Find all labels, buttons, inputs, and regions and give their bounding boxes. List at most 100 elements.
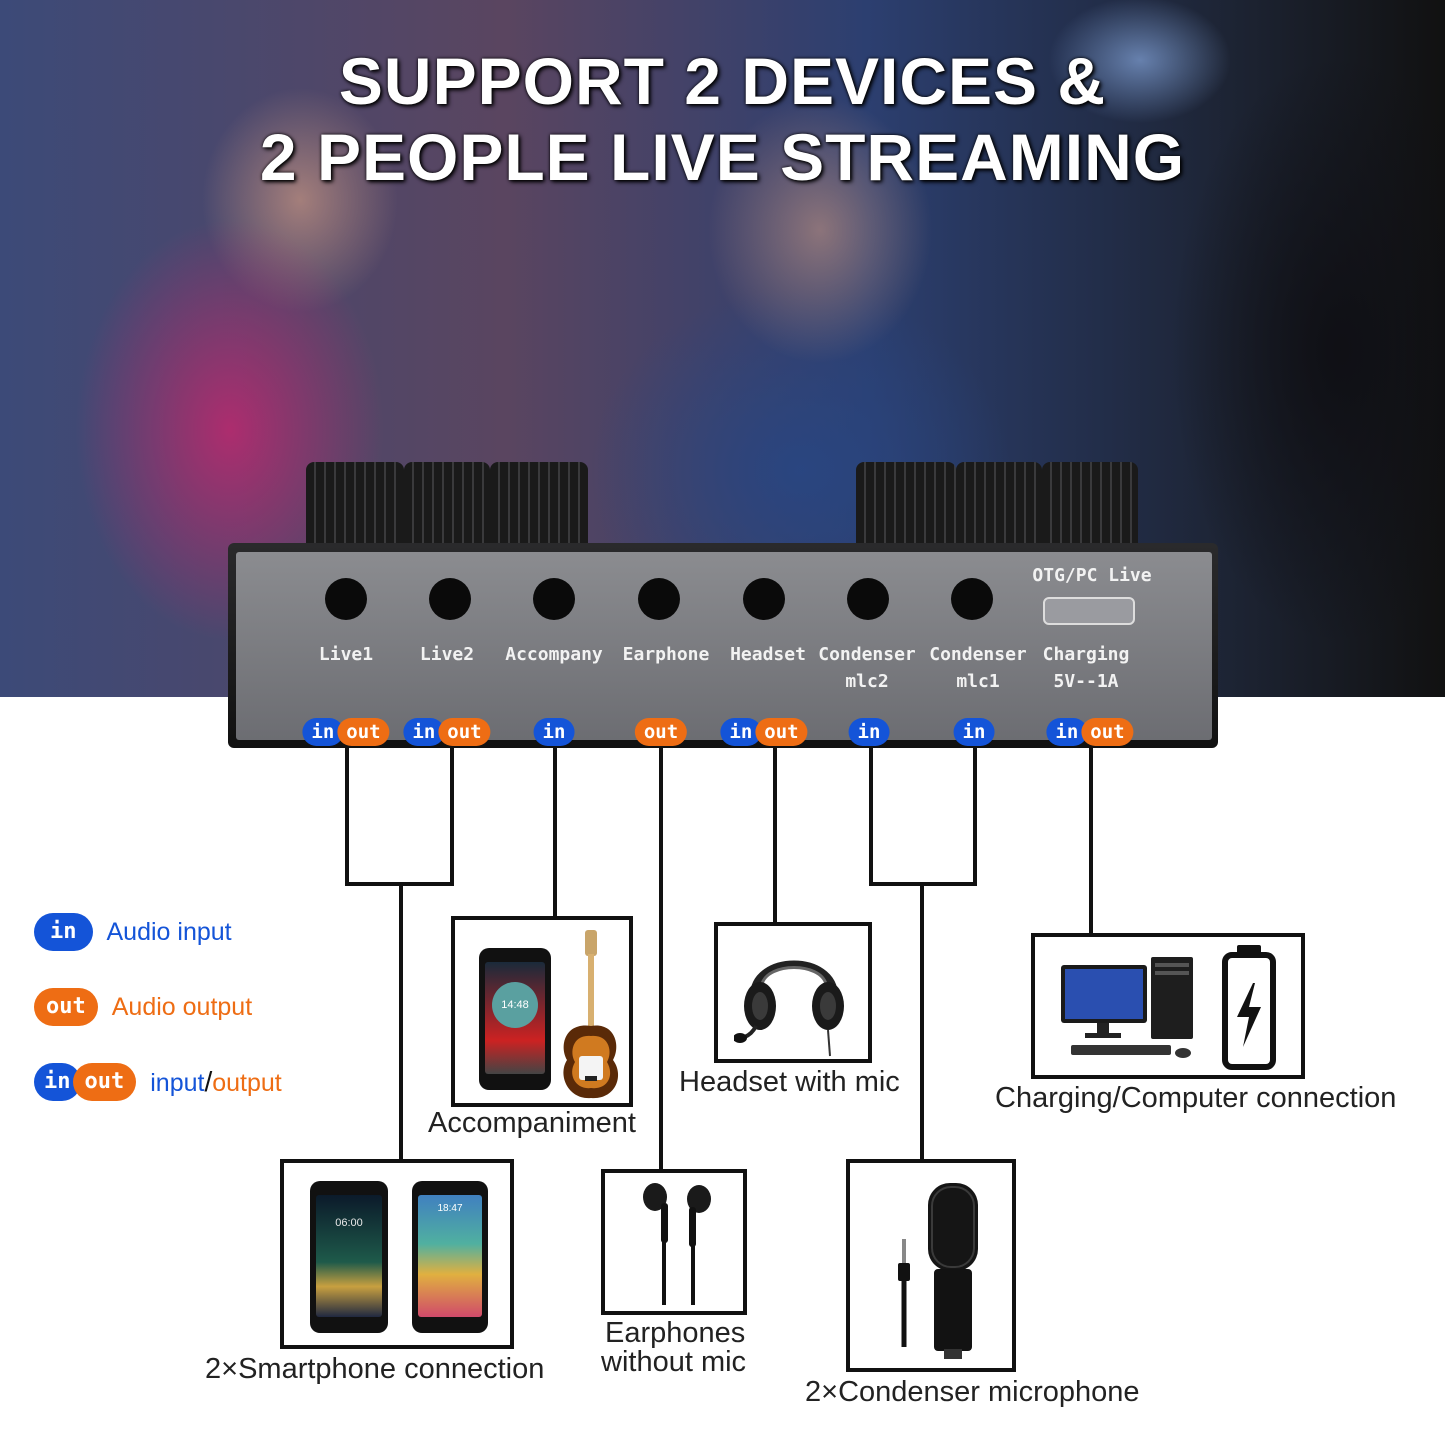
port-label-accompany: Accompany [505,644,603,665]
earphones-box [601,1169,747,1315]
port-label-line: mlc1 [956,671,1000,692]
badge-out: out [634,718,688,746]
jack-condenser-mic2[interactable] [847,578,889,620]
jack-condenser-mic1[interactable] [951,578,993,620]
usb-port[interactable] [1043,597,1135,625]
badge-in: in [848,718,890,746]
phone-screen: 14:48 [485,962,545,1074]
smartphone-icon: 06:00 [310,1181,388,1333]
knob[interactable] [1042,462,1138,552]
jack-earphone[interactable] [638,578,680,620]
port-label-line: 5V--1A [1053,671,1119,692]
wire [773,746,777,924]
port-label-earphone: Earphone [622,644,710,665]
caption-line: without mic [601,1346,747,1378]
knob[interactable] [306,462,404,552]
legend-out: out Audio output [34,988,252,1026]
otg-label: OTG/PC Live [1032,565,1152,586]
accompaniment-box: 14:48 [451,916,633,1107]
port-label-headset: Headset [730,644,806,665]
smartphone-icon: 18:47 [412,1181,488,1333]
phone-clock: 06:00 [335,1217,363,1229]
badge-in: in [533,718,575,746]
wire [659,746,663,1170]
badge-out: out [755,718,808,746]
headset-icon [734,960,844,1057]
microphone-icon [898,1183,978,1359]
legend-badge-out: out [34,988,98,1026]
badge-accompany: in [533,718,575,746]
wire [450,746,454,886]
wire [345,746,349,886]
earphones-icon [643,1183,711,1305]
knob[interactable] [404,462,490,552]
phone-screen: 18:47 [418,1195,482,1317]
legend-output-text: output [212,1069,282,1097]
badge-condenser2: in [848,718,890,746]
jack-headset[interactable] [743,578,785,620]
port-label-line: Condenser [818,644,916,665]
port-label-line: Condenser [929,644,1027,665]
port-label-live1: Live1 [318,644,374,665]
badge-out: out [438,718,491,746]
phone-clock: 18:47 [437,1203,463,1214]
badge-out: out [1081,718,1134,746]
wire [869,746,873,886]
wire [920,882,924,1160]
computer-icon [1061,957,1193,1058]
badge-earphone: out [634,718,688,746]
port-label-condenser1: Condenser mlc1 [929,641,1027,695]
caption-accompaniment: Accompaniment [428,1107,636,1139]
wire [973,746,977,886]
smartphone-box: 06:00 18:47 [280,1159,514,1349]
caption-line: Earphones [605,1317,746,1349]
knob[interactable] [490,462,588,552]
headline-line-2: 2 PEOPLE LIVE STREAMING [259,120,1186,194]
jack-live2[interactable] [429,578,471,620]
port-label-condenser2: Condenser mlc2 [818,641,916,695]
knob[interactable] [956,462,1042,552]
jack-live1[interactable] [325,578,367,620]
port-label-live2: Live2 [419,644,475,665]
badge-out: out [337,718,390,746]
legend-sep: / [204,1066,213,1097]
legend-inout: in out input/output [34,1063,282,1101]
caption-smartphone: 2×Smartphone connection [205,1353,545,1385]
jack-accompany[interactable] [533,578,575,620]
legend-input-text: input [150,1069,205,1097]
smartphone-icon: 14:48 [479,948,551,1090]
badge-in: in [302,718,344,746]
caption-condenser: 2×Condenser microphone [805,1376,1140,1408]
headset-box [714,922,872,1063]
condenser-mic-box [846,1159,1016,1372]
legend-in-label: Audio input [106,917,232,946]
sound-card-panel [236,552,1212,740]
legend-badge-in: in [34,913,93,951]
knob[interactable] [856,462,956,552]
wire [1089,746,1093,936]
headline-line-1: SUPPORT 2 DEVICES & [338,44,1107,118]
caption-headset: Headset with mic [679,1066,900,1098]
port-label-line: Charging [1042,644,1130,665]
charging-computer-box [1031,933,1305,1079]
battery-icon [1222,945,1276,1070]
wire [553,746,557,918]
legend-badge-inout: in out [34,1063,137,1101]
badge-condenser1: in [953,718,995,746]
caption-earphones: Earphones without mic [601,1317,746,1377]
legend-out-label: Audio output [111,992,253,1021]
legend-inout-label: input/output [150,1066,282,1098]
legend-badge-out: out [72,1063,137,1101]
guitar-icon [563,930,619,1099]
phone-clock: 14:48 [492,982,538,1028]
legend-in: in Audio input [34,913,232,951]
caption-charging: Charging/Computer connection [995,1082,1397,1114]
badge-in: in [953,718,995,746]
wire [399,882,403,1162]
badge-in: in [1046,718,1088,746]
port-label-line: mlc2 [845,671,889,692]
